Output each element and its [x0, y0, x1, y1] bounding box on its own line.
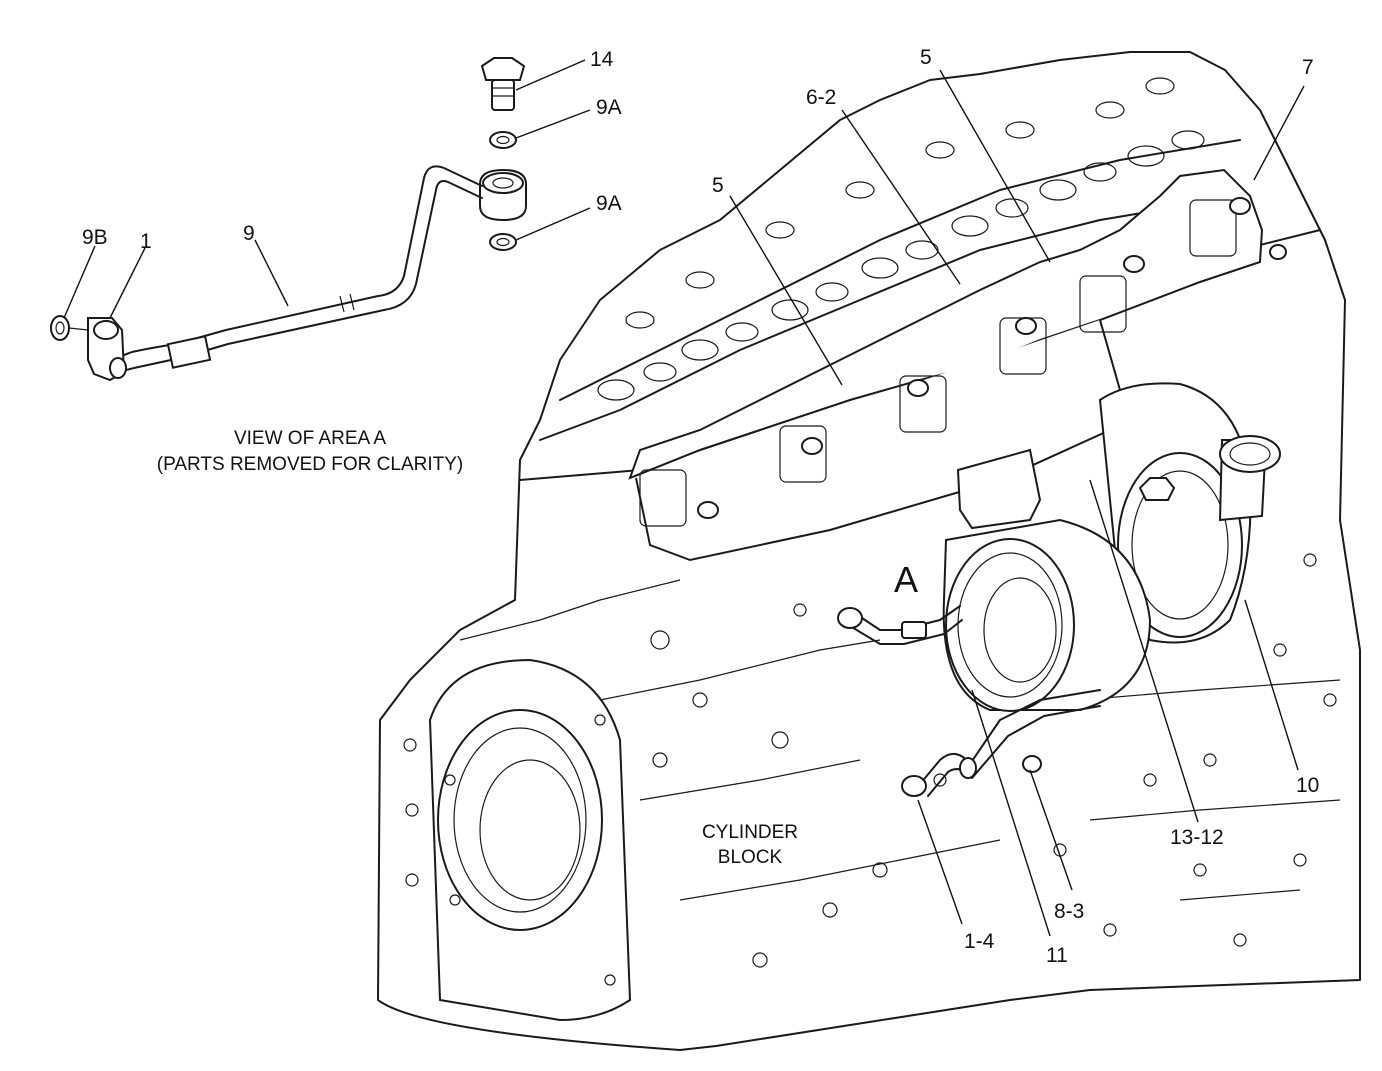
exploded-oil-line-assembly — [50, 57, 527, 382]
washer-lower — [489, 233, 517, 251]
view-caption-line1: VIEW OF AREA A — [234, 428, 386, 449]
callout-9b: 9B — [82, 226, 108, 249]
cylinder-block-line2: BLOCK — [718, 847, 783, 868]
callout-5-top: 5 — [920, 46, 932, 69]
view-caption-line2: (PARTS REMOVED FOR CLARITY) — [157, 454, 464, 475]
callout-labels: 14 9A 9A 9B 1 9 5 6-2 5 7 10 13-12 8-3 1… — [82, 46, 1319, 967]
callout-6-2: 6-2 — [806, 86, 836, 109]
callout-9a-bottom: 9A — [596, 192, 622, 215]
turbocharger — [942, 382, 1281, 712]
tube-end-fitting — [87, 317, 127, 382]
cylinder-block-line1: CYLINDER — [702, 822, 798, 843]
area-a-marker: A — [894, 559, 918, 600]
oil-supply-tube — [115, 165, 483, 359]
washer-upper — [489, 131, 517, 149]
callout-5-left: 5 — [712, 174, 724, 197]
callout-13-12: 13-12 — [1170, 826, 1224, 849]
engine-block — [377, 51, 1361, 1051]
rear-crank-seal-housing — [428, 658, 632, 1022]
callout-8-3: 8-3 — [1054, 900, 1084, 923]
callout-10: 10 — [1296, 774, 1319, 797]
callout-14: 14 — [590, 48, 614, 71]
callout-7: 7 — [1302, 56, 1314, 79]
leader-lines — [63, 59, 1305, 937]
callout-9: 9 — [243, 222, 255, 245]
banjo-bolt — [480, 57, 526, 111]
view-caption: VIEW OF AREA A (PARTS REMOVED FOR CLARIT… — [157, 428, 464, 475]
cylinder-block-label: CYLINDER BLOCK — [700, 818, 800, 870]
callout-1-4: 1-4 — [964, 930, 995, 953]
callout-11: 11 — [1046, 944, 1068, 967]
callout-9a-top: 9A — [596, 96, 622, 119]
callout-1: 1 — [140, 230, 152, 253]
banjo-fitting — [479, 168, 527, 222]
oil-drain-line — [901, 689, 1101, 797]
installed-oil-supply-line — [837, 605, 963, 645]
o-ring-seal — [50, 315, 70, 341]
